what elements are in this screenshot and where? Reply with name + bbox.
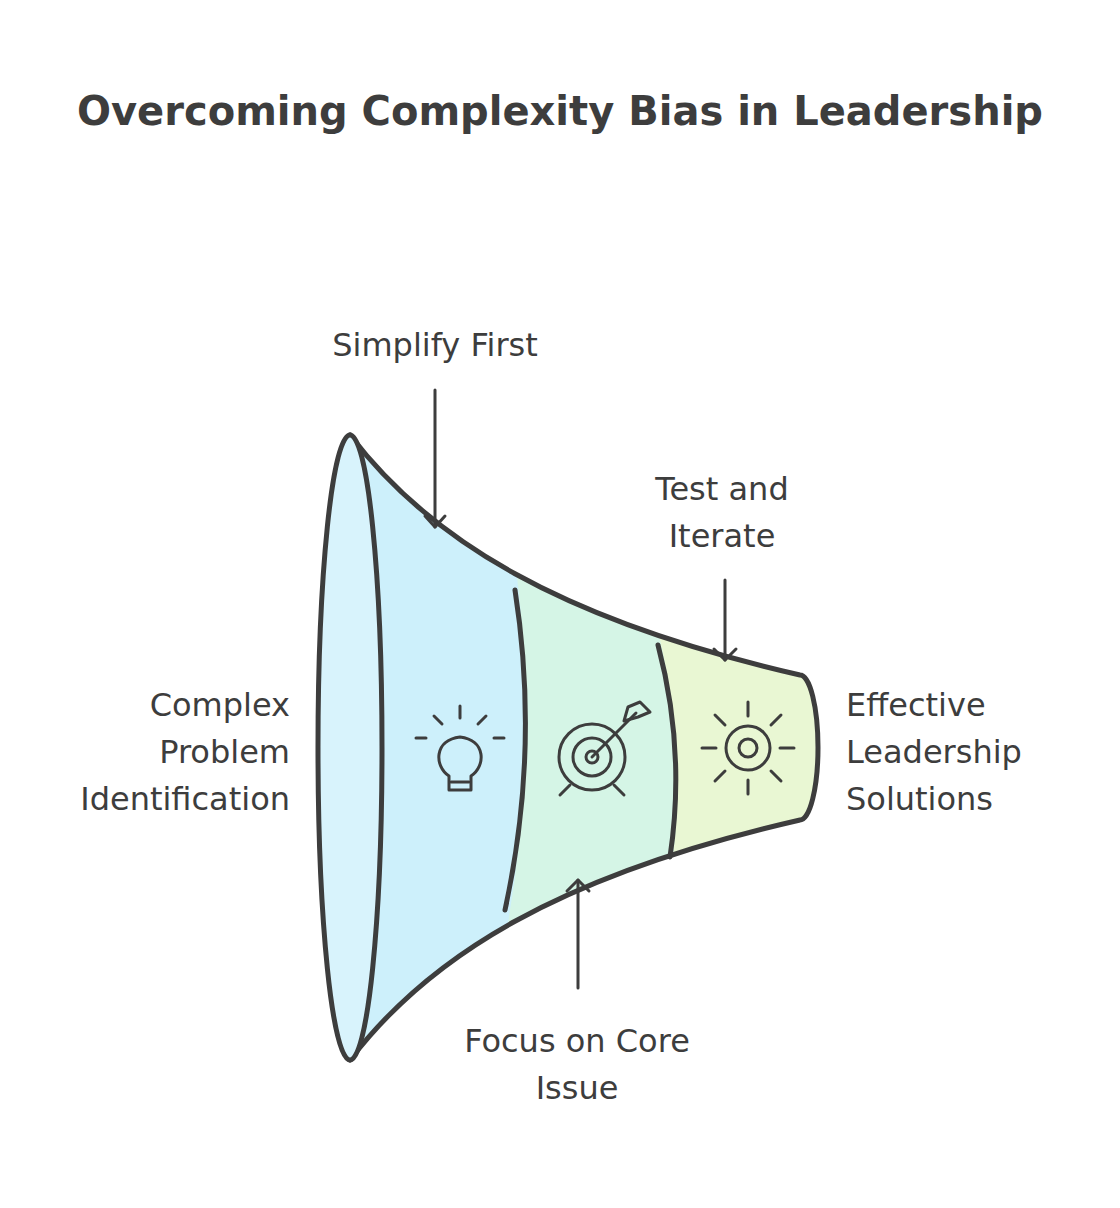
stage-label: Complex Problem Identification [40, 682, 290, 823]
segment-divider [658, 645, 676, 857]
leader-arrow [567, 880, 589, 988]
gear-icon [702, 702, 794, 794]
diagram-title: Overcoming Complexity Bias in Leadership [0, 88, 1120, 134]
target-icon [559, 702, 650, 795]
stage-label: Focus on Core Issue [432, 1018, 722, 1112]
stage-label: Test and Iterate [617, 466, 827, 560]
stage-label: Effective Leadership Solutions [846, 682, 1086, 823]
funnel-mouth [318, 435, 382, 1060]
leader-arrow [425, 390, 445, 527]
segment-divider [505, 590, 525, 910]
lightbulb-icon [416, 706, 504, 790]
stage-label: Simplify First [285, 322, 585, 369]
leader-arrow [714, 580, 736, 660]
